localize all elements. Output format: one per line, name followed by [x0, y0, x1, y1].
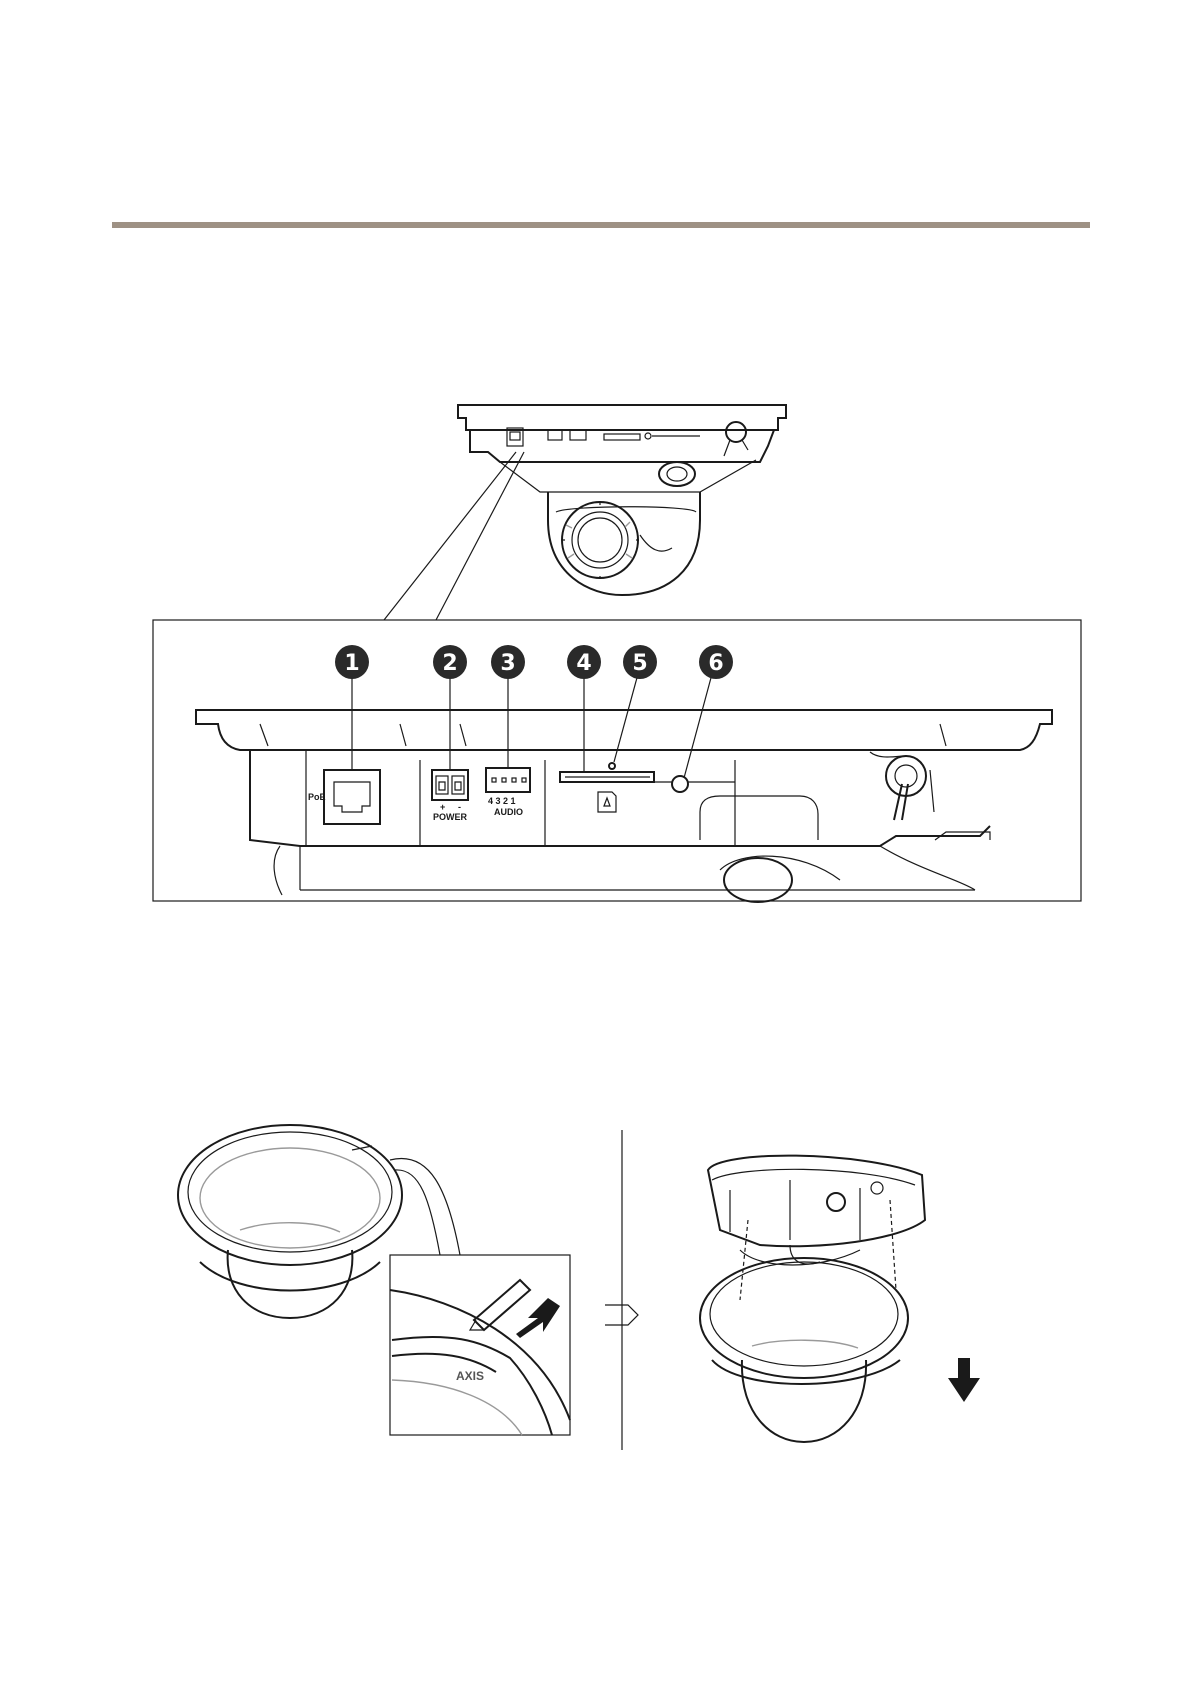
power-label: POWER [433, 812, 468, 822]
callout-2: 2 [433, 645, 467, 679]
callout-3-label: 3 [500, 651, 515, 676]
connector-detail-illustration: PoE + - POWER 4 3 2 1 AUDIO [196, 710, 1052, 902]
poe-label: PoE [308, 792, 326, 802]
power-minus-label: - [458, 802, 461, 812]
power-plus-label: + [440, 802, 445, 812]
callout-3: 3 [491, 645, 525, 679]
callout-5-label: 5 [632, 651, 647, 676]
callout-6-label: 6 [708, 651, 723, 676]
callout-2-label: 2 [442, 651, 457, 676]
down-arrow-icon [948, 1358, 980, 1402]
callout-1-label: 1 [344, 651, 359, 676]
audio-pins-label: 4 3 2 1 [488, 796, 516, 806]
callout-4-label: 4 [576, 651, 591, 676]
callout-6: 6 [699, 645, 733, 679]
dome-removal-figure: AXIS [178, 1125, 980, 1450]
brand-logo-text: AXIS [456, 1369, 484, 1383]
callout-5: 5 [623, 645, 657, 679]
callout-4: 4 [567, 645, 601, 679]
audio-label: AUDIO [494, 807, 523, 817]
camera-overview-illustration [458, 405, 786, 595]
camera-left-illustration [178, 1125, 402, 1318]
callout-1: 1 [335, 645, 369, 679]
connector-detail-box [153, 620, 1081, 901]
screwdriver-detail: AXIS [390, 1280, 570, 1435]
camera-right-illustration [700, 1156, 980, 1442]
